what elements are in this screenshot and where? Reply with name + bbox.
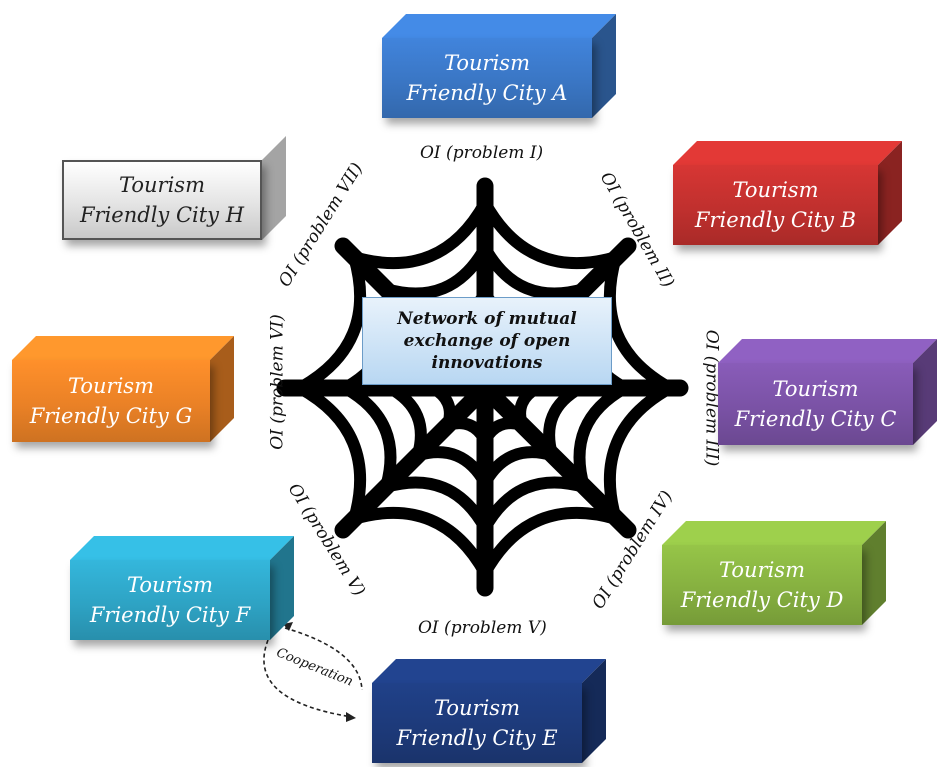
web-ring-segment (603, 251, 676, 394)
web-ring-segment (479, 417, 528, 446)
city-g-line-1: Tourism (68, 374, 154, 398)
web-ring-segment (479, 506, 622, 579)
center-line-3: innovations (431, 353, 543, 373)
center-line-1: Network of mutual (397, 309, 577, 329)
city-e-line-1: Tourism (434, 696, 520, 720)
city-box-b: Tourism Friendly City B (673, 165, 878, 245)
web-ring-segment (479, 197, 622, 270)
web-ring-segment (543, 382, 586, 462)
city-d-line-1: Tourism (719, 558, 805, 582)
web-ring-segment (479, 446, 559, 489)
web-ring-segment (294, 251, 367, 394)
box-top-face (372, 659, 606, 683)
city-box-e: Tourism Friendly City E (372, 683, 582, 763)
city-a-line-2: Friendly City A (406, 81, 568, 105)
cooperation-arrows (263, 627, 363, 718)
city-a-line-1: Tourism (444, 51, 530, 75)
city-e-line-2: Friendly City E (396, 726, 558, 750)
city-box-h: Tourism Friendly City H (62, 160, 262, 240)
city-b-line-2: Friendly City B (694, 208, 857, 232)
box-top-face (382, 14, 616, 38)
web-ring-segment (384, 382, 427, 462)
city-box-c: Tourism Friendly City C (718, 363, 913, 445)
city-f-line-1: Tourism (127, 573, 213, 597)
box-top-face (718, 339, 937, 363)
city-box-f: Tourism Friendly City F (70, 560, 270, 640)
arrowhead-icon (346, 712, 356, 722)
web-ring-segment (411, 446, 491, 489)
city-box-d: Tourism Friendly City D (662, 545, 862, 625)
city-g-line-2: Friendly City G (29, 404, 193, 428)
oi-label-bottom: OI (problem V) (418, 618, 547, 638)
oi-label-left: OI (problem VI) (267, 314, 288, 450)
city-h-line-1: Tourism (119, 173, 205, 197)
web-ring-segment (348, 197, 491, 270)
city-box-a: Tourism Friendly City A (382, 38, 592, 118)
city-c-line-2: Friendly City C (734, 407, 897, 431)
oi-label-top: OI (problem I) (420, 143, 544, 163)
city-h-line-2: Friendly City H (79, 203, 245, 227)
box-top-face (673, 141, 902, 165)
city-f-line-2: Friendly City F (89, 603, 251, 627)
cooperation-arc-upper (284, 627, 363, 691)
web-ring-segment (573, 382, 631, 493)
web-ring-segment (380, 242, 491, 300)
web-ring-segment (380, 476, 491, 534)
box-top-face (12, 336, 234, 360)
city-d-line-2: Friendly City D (680, 588, 844, 612)
web-ring-segment (603, 382, 676, 525)
city-c-line-1: Tourism (772, 377, 859, 401)
box-top-face (70, 536, 294, 560)
box-top-face (662, 521, 886, 545)
city-b-line-1: Tourism (732, 178, 819, 202)
web-ring-segment (339, 382, 397, 493)
web-ring-segment (479, 242, 590, 300)
web-ring-segment (427, 382, 456, 431)
box-top-face (62, 136, 286, 160)
network-center-box: Network of mutual exchange of open innov… (362, 297, 612, 385)
web-ring-segment (294, 382, 367, 525)
center-line-2: exchange of open (403, 331, 571, 351)
web-ring-segment (479, 476, 590, 534)
web-ring-segment (348, 506, 491, 579)
city-box-g: Tourism Friendly City G (12, 360, 210, 442)
